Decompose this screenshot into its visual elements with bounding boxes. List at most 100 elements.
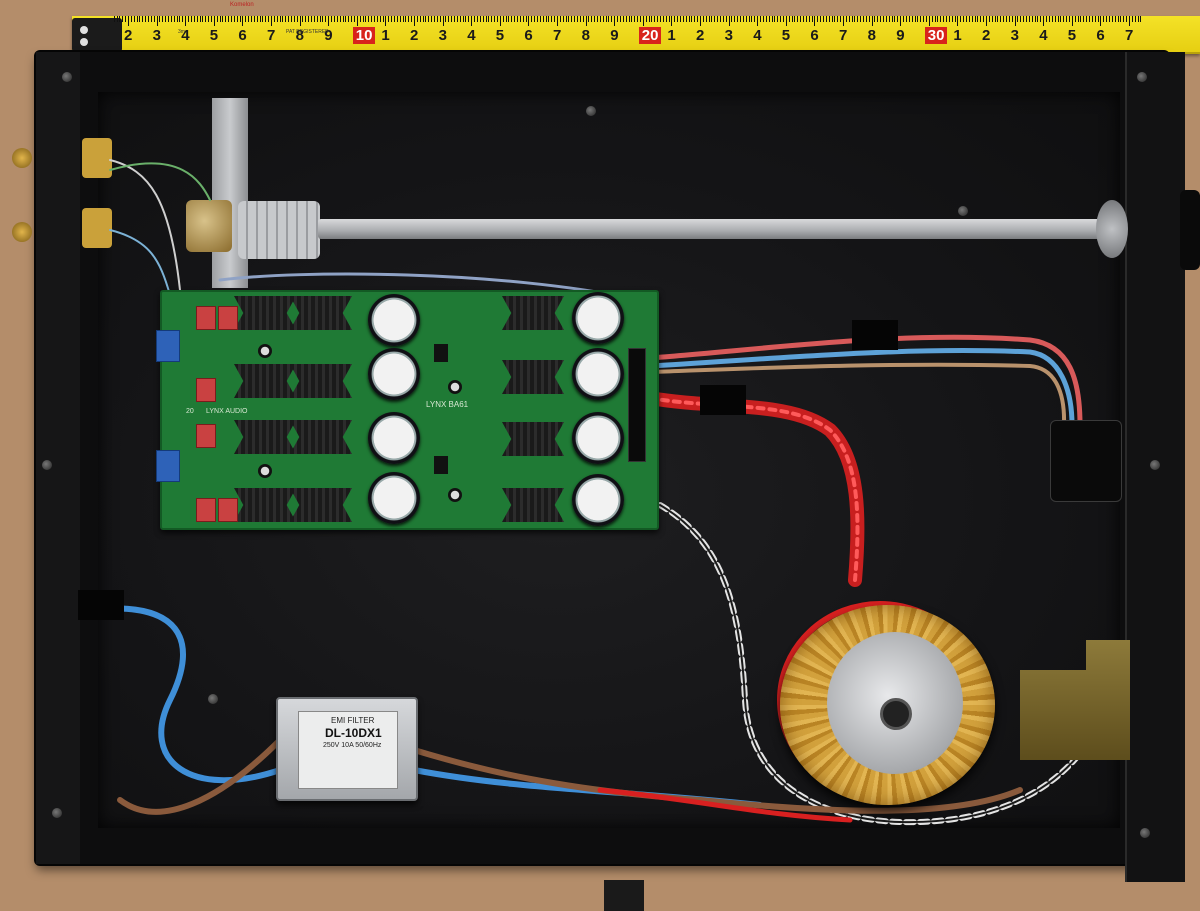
shaft-coupler — [238, 201, 320, 259]
tape-tick — [871, 16, 873, 26]
tape-number: 4 — [1039, 27, 1048, 44]
tape-tick — [116, 16, 118, 22]
tape-tick — [279, 16, 281, 22]
tape-tick — [228, 16, 230, 22]
tape-tick — [1120, 16, 1122, 22]
tape-number: 5 — [209, 27, 219, 44]
tape-tick — [1023, 16, 1025, 22]
emi-filter: EMI FILTER DL-10DX1 250V 10A 50/60Hz — [276, 697, 418, 801]
tape-tick — [843, 16, 844, 26]
tape-tick — [894, 16, 896, 22]
tape-tick — [259, 16, 261, 22]
tape-tick — [451, 16, 453, 22]
tape-tick — [854, 16, 856, 22]
tape-tick — [399, 16, 401, 22]
tape-tick — [391, 16, 393, 22]
tape-tick — [476, 16, 478, 22]
transformer-bolt — [880, 698, 912, 730]
tape-tick — [1000, 16, 1002, 22]
tape-tick — [582, 16, 584, 22]
tape-tick — [711, 16, 713, 22]
tape-tick — [365, 16, 367, 22]
tape-tick — [216, 16, 218, 22]
tape-tick — [940, 16, 942, 22]
screw — [586, 106, 596, 116]
tape-tick — [720, 16, 722, 22]
film-capacitor — [196, 424, 216, 448]
tape-tick — [925, 16, 927, 22]
tape-tick — [745, 16, 747, 22]
output-wire-tan — [648, 362, 1067, 427]
tape-tick — [379, 16, 381, 22]
tape-number: 4 — [753, 27, 762, 44]
tape-tick — [557, 16, 558, 26]
tape-number: 5 — [1067, 27, 1077, 44]
signal-wire — [218, 272, 642, 302]
tape-tick — [694, 16, 696, 22]
tape-tick — [1137, 16, 1139, 22]
tape-tick — [173, 16, 175, 22]
tape-tick — [156, 16, 158, 26]
tape-tick — [185, 16, 187, 26]
tape-tick — [130, 16, 132, 22]
tape-tick — [897, 16, 899, 22]
tape-tick — [1057, 16, 1059, 22]
tape-tick — [542, 16, 544, 22]
volume-knob — [1180, 190, 1200, 270]
rear-panel — [36, 52, 80, 864]
tape-tick — [336, 16, 338, 22]
tape-tick — [865, 16, 867, 22]
tape-tick — [454, 16, 456, 22]
tape-tick — [471, 16, 473, 26]
cable-clip — [852, 320, 898, 350]
tape-tick — [425, 16, 427, 22]
small-capacitor — [448, 488, 462, 502]
tape-tick — [571, 16, 573, 22]
tape-tick — [1088, 16, 1090, 22]
tape-tick — [617, 16, 619, 22]
screw — [42, 460, 52, 470]
tape-tick — [408, 16, 410, 22]
tape-tick — [136, 16, 138, 22]
tape-tick — [499, 16, 501, 26]
tape-tick — [268, 16, 270, 22]
tape-hook — [72, 18, 122, 52]
screw — [208, 694, 218, 704]
output-wire-blue — [647, 348, 1075, 428]
tape-tick — [577, 16, 579, 22]
tape-tick — [762, 16, 764, 22]
tape-tick — [597, 16, 599, 22]
tape-number: 8 — [867, 27, 876, 44]
tape-tick — [539, 16, 541, 22]
tape-tick — [860, 16, 862, 22]
tape-tick — [708, 16, 710, 22]
tape-tick — [456, 16, 458, 22]
tape-tick — [1006, 16, 1008, 22]
tape-tick — [299, 16, 301, 26]
tape-tick — [785, 16, 787, 26]
tape-tick — [774, 16, 776, 22]
tape-tick — [671, 16, 673, 26]
tape-number: 7 — [267, 27, 276, 44]
tape-tick — [1091, 16, 1093, 22]
tape-number: 8 — [295, 27, 304, 44]
op-amp-ic — [434, 456, 448, 474]
heatsink — [502, 296, 564, 330]
tape-tick — [1108, 16, 1110, 22]
tape-tick — [917, 16, 919, 22]
tape-tick — [348, 16, 350, 22]
tape-tick — [282, 16, 284, 22]
tape-number: 7 — [839, 27, 848, 44]
tape-tick — [986, 16, 987, 26]
tape-tick — [419, 16, 421, 22]
tape-tick — [316, 16, 318, 22]
tape-tick — [351, 16, 353, 22]
tape-tick — [991, 16, 993, 22]
tape-tick — [422, 16, 424, 22]
tape-tick — [554, 16, 556, 22]
tape-tick — [1071, 16, 1073, 26]
film-capacitor — [196, 306, 216, 330]
tape-tick — [885, 16, 887, 22]
tape-tick — [654, 16, 656, 22]
tape-tick — [439, 16, 441, 22]
